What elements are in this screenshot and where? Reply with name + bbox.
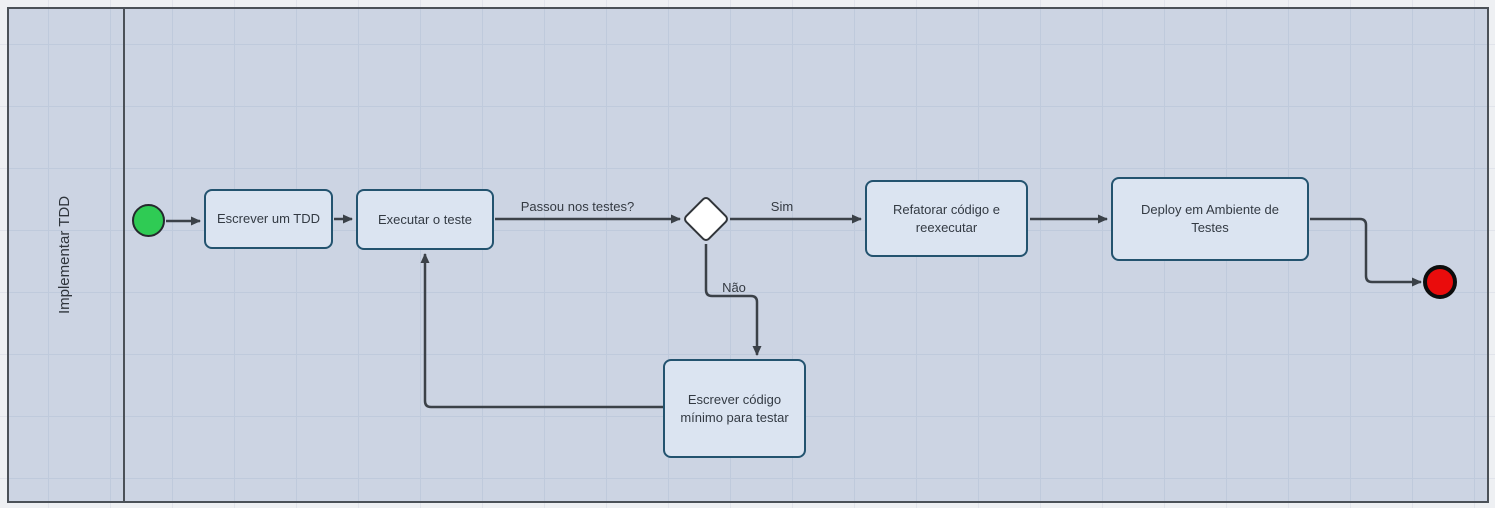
task-refatorar-codigo[interactable]: Refatorar código e reexecutar — [865, 180, 1028, 257]
start-event-circle[interactable] — [132, 204, 165, 237]
task-escrever-codigo-minimo[interactable]: Escrever código mínimo para testar — [663, 359, 806, 458]
end-event-circle[interactable] — [1423, 265, 1457, 299]
edge-label-sim: Sim — [770, 199, 794, 214]
lane-title: Implementar TDD — [56, 195, 73, 315]
task-deploy-ambiente-testes[interactable]: Deploy em Ambiente de Testes — [1111, 177, 1309, 261]
edge-label-passou-nos-testes: Passou nos testes? — [520, 199, 635, 214]
task-escrever-um-tdd[interactable]: Escrever um TDD — [204, 189, 333, 249]
edge-label-nao: Não — [722, 280, 746, 295]
task-executar-o-teste[interactable]: Executar o teste — [356, 189, 494, 250]
lane-divider — [123, 9, 125, 501]
